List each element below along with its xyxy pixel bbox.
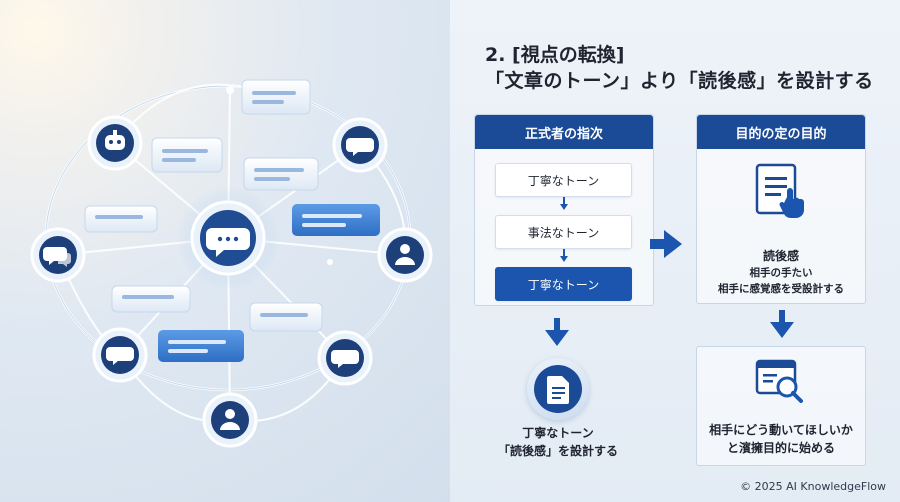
section-number-title: 2. [視点の転換] <box>485 44 625 66</box>
step-arrow-icon <box>560 204 568 210</box>
step-1: 丁寧なトーン <box>495 163 632 197</box>
arrow-right-icon <box>650 230 682 258</box>
page-title: 「文章のトーン」より「読後感」を設計する <box>485 70 874 92</box>
arrow-down-icon <box>545 318 569 346</box>
left-panel-header: 正式者の指次 <box>475 115 653 149</box>
document-touch-icon <box>755 163 804 219</box>
step-3-active: 丁寧なトーン <box>495 267 632 301</box>
chat-network-svg <box>30 79 433 448</box>
document-icon-badge <box>527 358 589 420</box>
right-result-panel: 相手にどう動いてほしいか と濱擁目的に始める <box>696 346 866 466</box>
right-main-label: 読後感 <box>762 249 799 263</box>
right-result-line1: 相手にどう動いてほしいか <box>709 423 853 437</box>
right-result-line2: と濱擁目的に始める <box>726 441 835 455</box>
step-connector <box>563 249 565 257</box>
right-goal-panel: 目的の定の目的 読後感 相手の手たい 相手に感覚感を受設計する <box>696 114 866 304</box>
document-icon <box>534 365 582 413</box>
arrow-down-icon <box>770 310 794 338</box>
right-sub-line1: 相手の手たい <box>749 267 813 279</box>
right-panel-header: 目的の定の目的 <box>697 115 865 149</box>
copyright-footer: © 2025 AI KnowledgeFlow <box>740 480 886 493</box>
step-2: 事法なトーン <box>495 215 632 249</box>
left-result-line1: 丁寧なトーン <box>522 426 594 440</box>
network-illustration <box>0 0 450 502</box>
step-arrow-icon <box>560 256 568 262</box>
step-connector <box>563 197 565 205</box>
right-sub-line2: 相手に感覚感を受設計する <box>718 283 844 295</box>
magnifier-window-icon <box>755 359 803 403</box>
left-result-line2: 「読後感」を設計する <box>497 444 618 458</box>
left-flow-panel: 正式者の指次 丁寧なトーン 事法なトーン 丁寧なトーン <box>474 114 654 306</box>
